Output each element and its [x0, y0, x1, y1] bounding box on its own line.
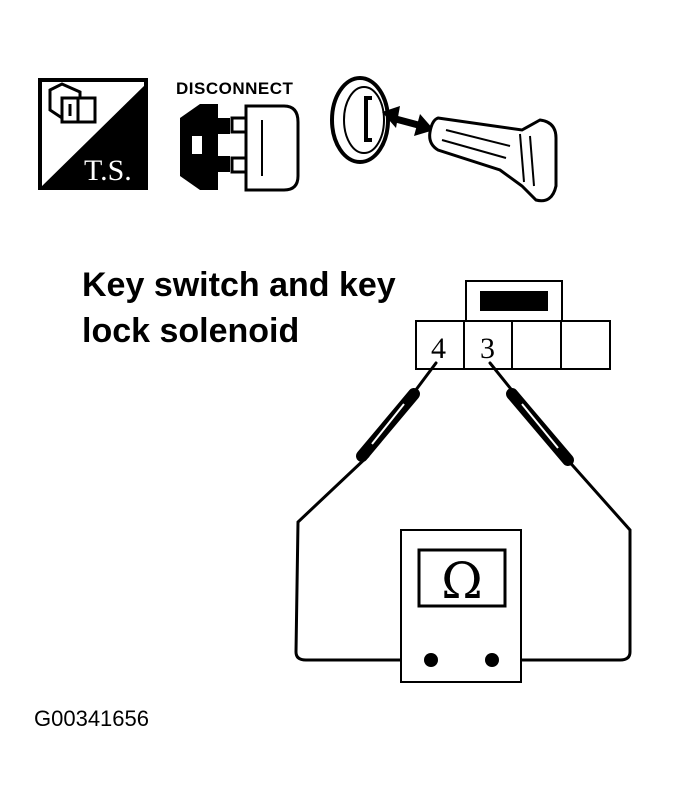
meter-terminal-right — [485, 653, 499, 667]
troubleshooting-icon: T.S. — [38, 78, 148, 190]
probe-right — [506, 388, 574, 466]
disconnect-label: DISCONNECT — [176, 79, 294, 98]
title-line-1: Key switch and key — [82, 266, 396, 304]
ohm-symbol: Ω — [441, 552, 482, 610]
troubleshooting-label: T.S. — [84, 154, 132, 187]
pin-label-4: 4 — [431, 332, 446, 365]
connector: 4 3 — [415, 280, 611, 370]
title-line-2: lock solenoid — [82, 312, 299, 350]
probe-left — [356, 388, 420, 462]
meter-terminal-left — [424, 653, 438, 667]
figure-id: G00341656 — [34, 706, 149, 731]
ohmmeter: Ω — [400, 529, 522, 683]
pin-label-3: 3 — [480, 332, 495, 365]
ignition-key-icon — [330, 76, 558, 203]
disconnect-icon: DISCONNECT — [176, 79, 300, 192]
